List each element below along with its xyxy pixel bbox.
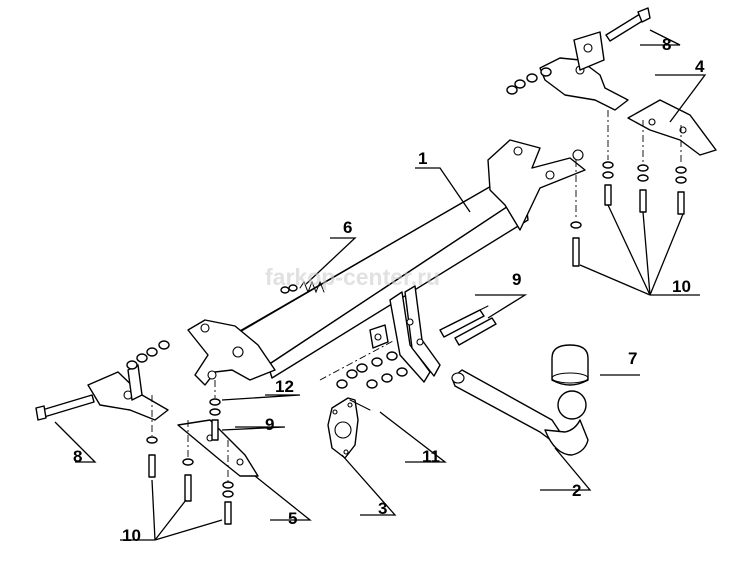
left-upper-nuts	[126, 340, 170, 370]
callout-8-right: 8	[662, 35, 671, 54]
spring-6	[280, 280, 325, 294]
callout-4: 4	[695, 57, 705, 76]
leader-lines	[54, 29, 707, 541]
ball-cover	[551, 344, 589, 386]
callout-1: 1	[418, 149, 427, 168]
callout-10-right: 10	[672, 277, 691, 296]
socket-bracket	[327, 397, 371, 459]
callout-2: 2	[572, 481, 581, 500]
callout-8-left: 8	[73, 447, 82, 466]
callout-6: 6	[343, 218, 352, 237]
callout-3: 3	[378, 499, 387, 518]
callout-11: 11	[422, 447, 440, 466]
long-bolt-right	[605, 7, 651, 42]
callout-12: 12	[275, 377, 294, 396]
bolts-pair-9	[439, 305, 497, 346]
callout-9-right: 9	[512, 270, 521, 289]
main-crossbeam	[187, 139, 586, 386]
right-side-bracket	[539, 31, 717, 156]
long-bolt-left	[35, 394, 95, 421]
callout-10-left: 10	[122, 526, 141, 545]
callout-7: 7	[628, 349, 637, 368]
callout-5: 5	[288, 509, 297, 528]
right-upper-nuts	[506, 67, 552, 95]
left-bolts	[146, 380, 234, 525]
watermark-text: farkop-center.ru	[265, 264, 440, 290]
right-bolts-10	[570, 110, 687, 267]
tow-ball-arm	[451, 369, 589, 456]
left-side-bracket	[87, 364, 259, 477]
center-nuts-washers	[319, 339, 408, 389]
ball-mount-brackets	[389, 285, 441, 383]
callout-9-left: 9	[265, 415, 274, 434]
